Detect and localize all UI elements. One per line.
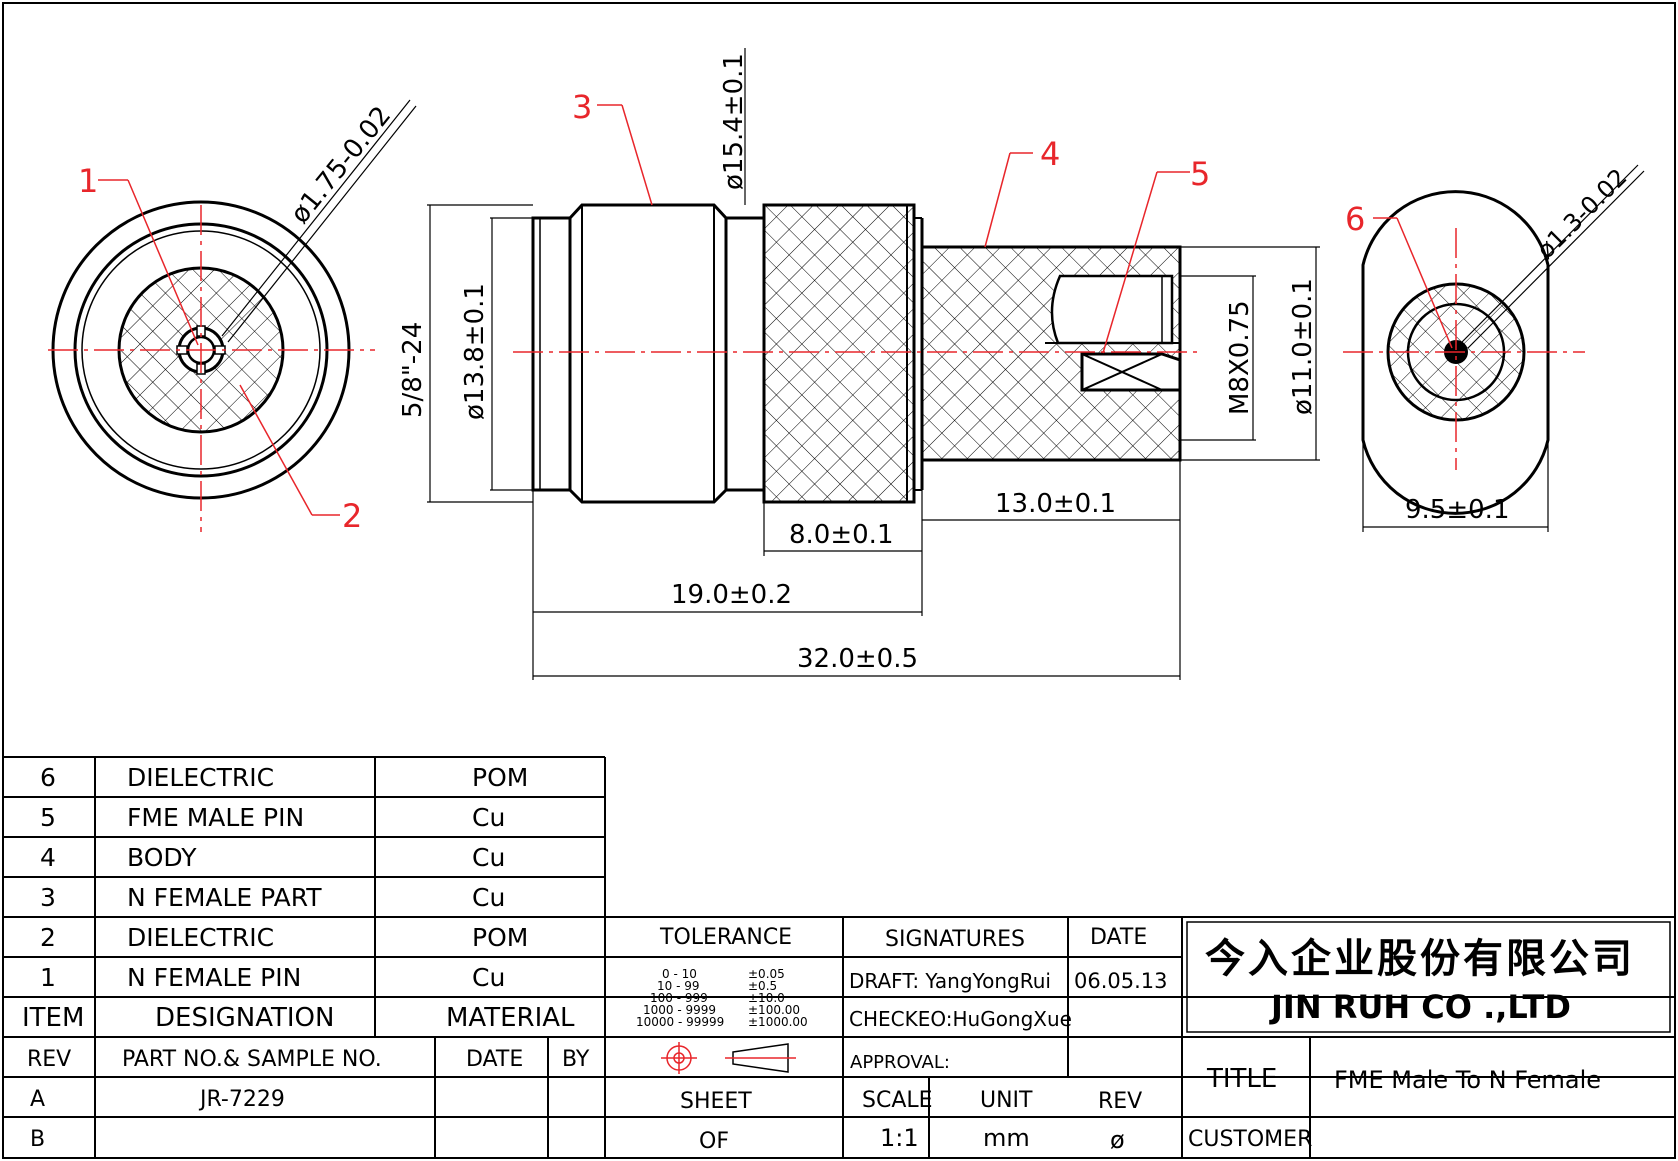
bom-rows: 6 DIELECTRIC POM 5 FME MALE PIN Cu 4 BOD… bbox=[22, 763, 575, 1033]
tol-range: 10 - 99 bbox=[657, 979, 700, 993]
bom-header-material: MATERIAL bbox=[446, 1003, 575, 1033]
date-title: DATE bbox=[1090, 925, 1147, 950]
balloon-2: 2 bbox=[342, 497, 362, 535]
company-english: JIN RUH CO .,LTD bbox=[1269, 988, 1571, 1026]
bom-designation: DIELECTRIC bbox=[127, 923, 274, 952]
title-label: TITLE bbox=[1206, 1064, 1277, 1094]
dim-len-19-0: 19.0±0.2 bbox=[671, 580, 792, 610]
tol-value: ±0.5 bbox=[748, 979, 777, 993]
customer-label: CUSTOMER bbox=[1188, 1127, 1312, 1152]
signatures-block: SIGNATURES DATE DRAFT: YangYongRui 06.05… bbox=[849, 925, 1168, 1154]
tol-range: 10000 - 99999 bbox=[636, 1015, 724, 1029]
rev-row-rev: B bbox=[30, 1127, 45, 1152]
tolerance-block: TOLERANCE 0 - 10 ±0.05 10 - 99 ±0.5 100 … bbox=[636, 925, 808, 1154]
title-block-grid bbox=[605, 917, 1671, 1158]
dim-pin-dia-right: ø1.3-0.02 bbox=[1531, 163, 1632, 264]
tolerance-title: TOLERANCE bbox=[659, 925, 792, 950]
dim-pin-dia-left: ø1.75-0.02 bbox=[285, 101, 397, 230]
of-label: OF bbox=[699, 1129, 729, 1154]
bom-item: 5 bbox=[40, 803, 56, 832]
right-end-view: ø1.3-0.02 6 9.5±0.1 bbox=[1343, 163, 1645, 532]
unit-label: UNIT bbox=[980, 1088, 1033, 1113]
tol-range: 100 - 999 bbox=[650, 991, 708, 1005]
bom-item: 2 bbox=[40, 923, 56, 952]
bom-header-item: ITEM bbox=[22, 1003, 84, 1033]
bom-designation: BODY bbox=[127, 843, 197, 872]
rev-header-part: PART NO.& SAMPLE NO. bbox=[122, 1047, 382, 1072]
approval-label: APPROVAL: bbox=[850, 1052, 950, 1073]
rev-row-part: JR-7229 bbox=[198, 1087, 285, 1112]
sheet-label: SHEET bbox=[680, 1089, 752, 1114]
dim-dia-11-0: ø11.0±0.1 bbox=[1288, 278, 1318, 415]
scale-label: SCALE bbox=[862, 1088, 933, 1113]
rev-header-rev: REV bbox=[27, 1047, 71, 1072]
rev-table: REV PART NO.& SAMPLE NO. DATE BY A JR-72… bbox=[27, 1047, 590, 1152]
rev-header-by: BY bbox=[562, 1047, 590, 1072]
bom-designation: DIELECTRIC bbox=[127, 763, 274, 792]
title-block: TITLE FME Male To N Female CUSTOMER bbox=[1188, 1064, 1601, 1152]
bom-material: POM bbox=[472, 923, 528, 952]
dim-len-32-0: 32.0±0.5 bbox=[797, 644, 918, 674]
tol-value: ±10.0 bbox=[748, 991, 785, 1005]
dim-len-13-0: 13.0±0.1 bbox=[995, 489, 1116, 519]
company-chinese: 今入企业股份有限公司 bbox=[1205, 936, 1635, 982]
rev-value: ø bbox=[1110, 1126, 1125, 1154]
dim-dia-15-4: ø15.4±0.1 bbox=[719, 53, 749, 190]
bom-designation: N FEMALE PIN bbox=[127, 963, 301, 992]
bom-table bbox=[3, 756, 1675, 1158]
bom-designation: FME MALE PIN bbox=[127, 803, 304, 832]
draft-date: 06.05.13 bbox=[1074, 969, 1168, 993]
projection-symbol-icon bbox=[661, 1042, 796, 1074]
scale-value: 1:1 bbox=[880, 1124, 919, 1152]
dim-width-9-5: 9.5±0.1 bbox=[1405, 495, 1509, 525]
balloon-1: 1 bbox=[78, 162, 98, 200]
side-view: 3 4 5 ø15.4±0.1 5/8"-24 ø13.8±0.1 M8X0.7… bbox=[398, 48, 1320, 680]
tol-range: 0 - 10 bbox=[662, 967, 697, 981]
left-end-view: ø1.75-0.02 1 2 bbox=[48, 99, 417, 535]
signatures-title: SIGNATURES bbox=[885, 927, 1025, 952]
bom-item: 1 bbox=[40, 963, 56, 992]
rev-label: REV bbox=[1098, 1089, 1142, 1114]
tol-value: ±0.05 bbox=[748, 967, 785, 981]
tol-value: ±100.00 bbox=[748, 1003, 800, 1017]
bom-material: Cu bbox=[472, 843, 505, 872]
dim-len-8-0: 8.0±0.1 bbox=[789, 520, 893, 550]
draft-signature: DRAFT: YangYongRui bbox=[849, 969, 1051, 993]
rev-row-rev: A bbox=[30, 1087, 45, 1112]
company-block: 今入企业股份有限公司 JIN RUH CO .,LTD bbox=[1205, 936, 1635, 1026]
bom-item: 3 bbox=[40, 883, 56, 912]
bom-item: 6 bbox=[40, 763, 56, 792]
tol-range: 1000 - 9999 bbox=[643, 1003, 716, 1017]
tol-value: ±1000.00 bbox=[748, 1015, 808, 1029]
unit-value: mm bbox=[983, 1124, 1030, 1152]
bom-item: 4 bbox=[40, 843, 56, 872]
bom-header-designation: DESIGNATION bbox=[155, 1003, 334, 1033]
bom-material: Cu bbox=[472, 883, 505, 912]
bom-material: POM bbox=[472, 763, 528, 792]
balloon-4: 4 bbox=[1040, 135, 1060, 173]
rev-header-date: DATE bbox=[466, 1047, 523, 1072]
balloon-3: 3 bbox=[572, 88, 592, 126]
checked-signature: CHECKEO:HuGongXue bbox=[849, 1007, 1072, 1031]
balloon-6: 6 bbox=[1345, 200, 1365, 238]
bom-designation: N FEMALE PART bbox=[127, 883, 322, 912]
drawing-title: FME Male To N Female bbox=[1334, 1066, 1601, 1094]
dim-dia-13-8: ø13.8±0.1 bbox=[460, 283, 490, 420]
bom-material: Cu bbox=[472, 963, 505, 992]
dim-m8: M8X0.75 bbox=[1225, 300, 1255, 415]
balloon-5: 5 bbox=[1190, 155, 1210, 193]
dim-thread-5-8: 5/8"-24 bbox=[398, 322, 428, 418]
bom-material: Cu bbox=[472, 803, 505, 832]
